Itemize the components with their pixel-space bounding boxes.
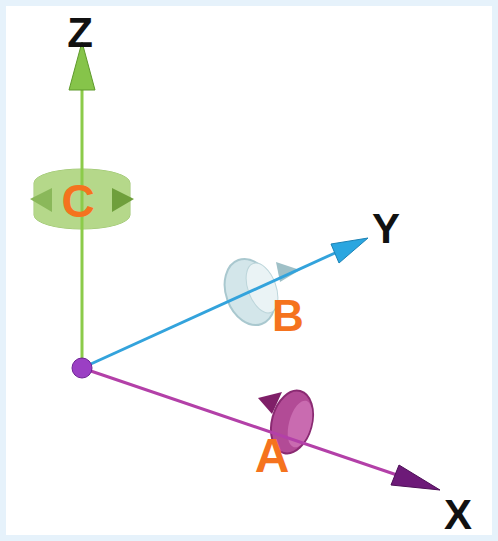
axis-label: X xyxy=(444,494,472,536)
x-axis-arrowhead xyxy=(391,465,440,490)
rotation-label: A xyxy=(255,432,290,480)
origin-dot xyxy=(72,358,92,378)
rotation-label: C xyxy=(61,178,94,224)
axis-label: Y xyxy=(372,208,400,250)
y-axis-line xyxy=(82,253,335,368)
axis-label: Z xyxy=(67,12,93,54)
x-axis-line xyxy=(82,368,397,475)
rotation-ring-c xyxy=(30,169,134,229)
rotation-label: B xyxy=(272,294,304,338)
y-axis-arrowhead xyxy=(331,238,368,263)
z-axis-line xyxy=(81,86,84,368)
